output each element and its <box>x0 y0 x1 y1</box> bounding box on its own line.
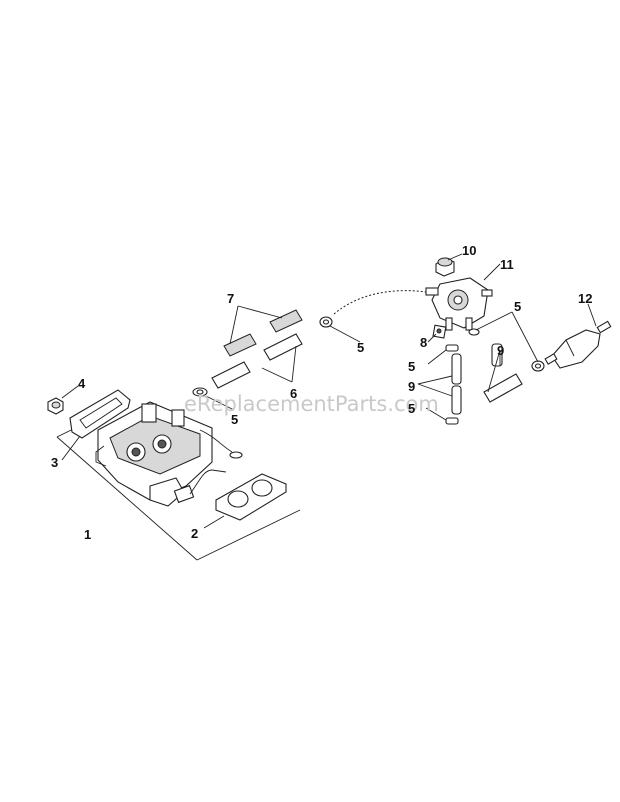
callout-5-pump: 5 <box>514 299 521 314</box>
callout-5-line: 5 <box>357 340 364 355</box>
pulse-fitting <box>435 257 455 277</box>
callout-labels: 1 2 3 4 5 5 6 7 8 5 9 5 10 11 5 9 12 <box>51 243 592 542</box>
hose-clamp-pump <box>468 328 480 336</box>
carburetor-gasket-top <box>69 389 131 439</box>
fuel-filter <box>544 320 612 369</box>
callout-11: 11 <box>500 257 514 272</box>
callout-8: 8 <box>420 335 427 350</box>
callout-9-right: 9 <box>497 343 504 358</box>
solenoid-wire <box>189 429 243 495</box>
callout-12: 12 <box>578 291 592 306</box>
hose-clamp-carb <box>192 387 208 397</box>
mounting-clip <box>432 324 447 339</box>
hose-covers <box>223 309 303 357</box>
leader-lines <box>61 253 597 529</box>
callout-10: 10 <box>462 243 476 258</box>
callout-5-stack-top: 5 <box>408 359 415 374</box>
carburetor-body <box>95 401 213 507</box>
carburetor-gasket-bottom <box>215 473 287 521</box>
callout-9-left: 9 <box>408 379 415 394</box>
hose-clamp-filter <box>531 360 545 372</box>
callout-6: 6 <box>290 386 297 401</box>
fuel-line-hoses <box>211 333 303 389</box>
callout-5-stack-bottom: 5 <box>408 401 415 416</box>
fuel-line-route <box>333 290 427 315</box>
fuel-hoses <box>451 343 523 415</box>
callout-4: 4 <box>78 376 86 391</box>
callout-5-carb: 5 <box>231 412 238 427</box>
nut <box>47 397 64 415</box>
callout-3: 3 <box>51 455 58 470</box>
hose-clamps-stack <box>445 344 459 425</box>
watermark: eReplacementParts.com <box>184 392 439 416</box>
callout-7: 7 <box>227 291 234 306</box>
callout-2: 2 <box>191 526 198 541</box>
callout-1: 1 <box>84 527 91 542</box>
hose-clamp-line <box>319 316 333 328</box>
fuel-pump <box>425 277 493 331</box>
